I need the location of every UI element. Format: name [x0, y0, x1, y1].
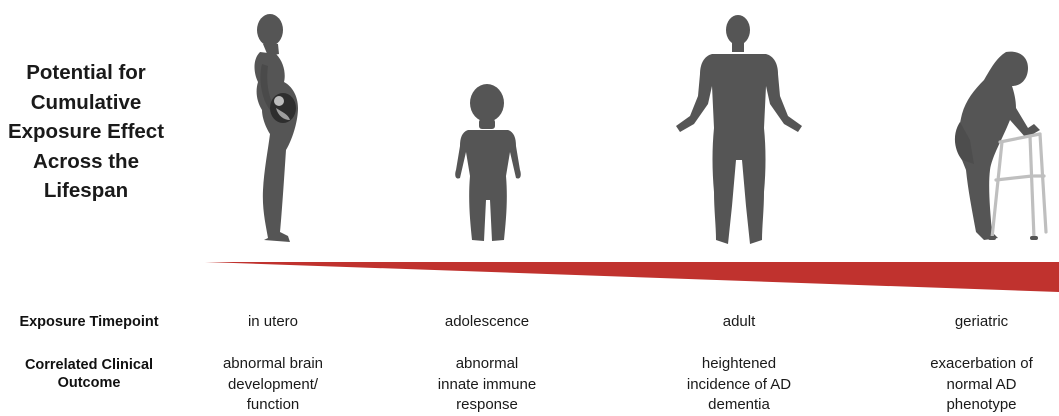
outcome-adolescence: abnormal innate immune response: [397, 354, 577, 416]
outcome-adult: heightened incidence of AD dementia: [649, 354, 829, 416]
outcome-in-utero: abnormal brain development/ function: [183, 354, 363, 416]
clinical-outcome-label: Correlated Clinical Outcome: [0, 356, 178, 392]
exposure-wedge: [0, 0, 1059, 300]
timepoint-adult: adult: [649, 312, 829, 333]
timepoint-adolescence: adolescence: [397, 312, 577, 333]
timepoint-geriatric: geriatric: [904, 312, 1059, 333]
outcome-geriatric: exacerbation of normal AD phenotype: [904, 354, 1059, 416]
timepoint-in-utero: in utero: [183, 312, 363, 333]
exposure-timepoint-label: Exposure Timepoint: [0, 313, 178, 331]
